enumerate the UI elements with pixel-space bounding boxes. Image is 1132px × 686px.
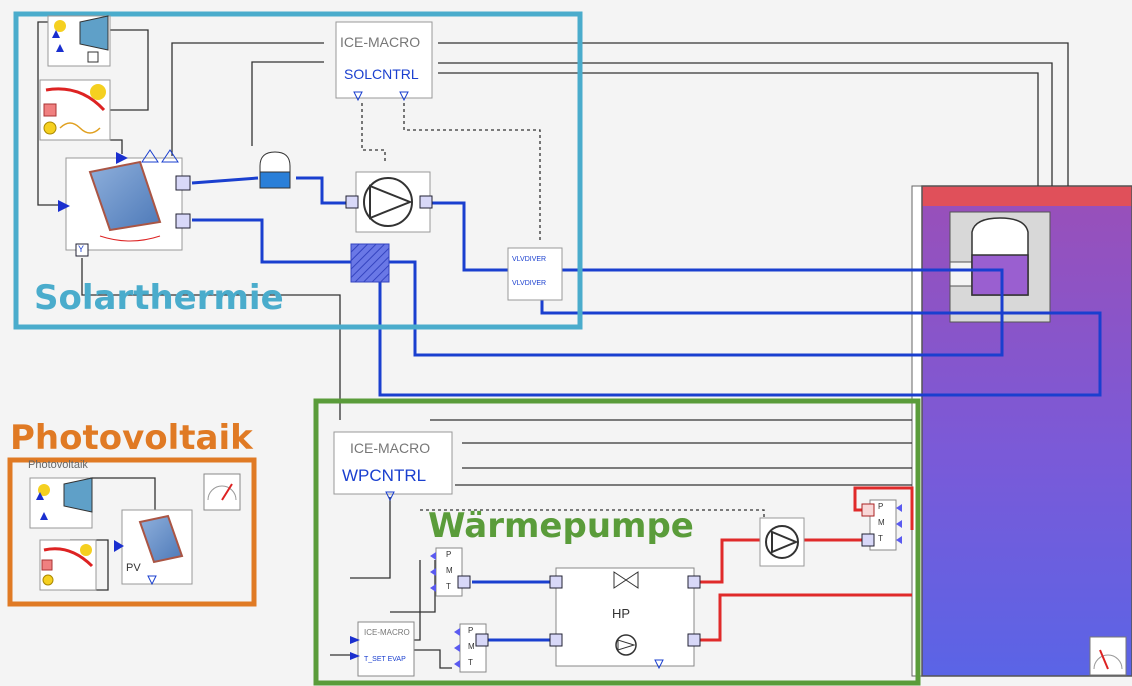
solcntrl-block[interactable] <box>335 21 433 102</box>
weather-block[interactable] <box>47 15 111 67</box>
hp-return-sensor[interactable] <box>454 623 489 673</box>
pv-weather-block[interactable] <box>29 477 93 529</box>
source-sensor-m: M <box>446 566 453 575</box>
heat-pump-block[interactable] <box>549 567 701 670</box>
sink-sensor-m: M <box>878 518 885 527</box>
wpcntrl-block[interactable] <box>333 431 453 502</box>
tset-bottom-label: T_SET EVAP <box>364 656 406 663</box>
return-sensor-t: T <box>468 658 473 667</box>
section-photovoltaik-label: Photovoltaik <box>10 418 253 458</box>
return-sensor-p: P <box>468 626 474 635</box>
wpcntrl-name-label: WPCNTRL <box>342 466 427 485</box>
diverter-top-label: VLVDIVER <box>512 256 547 263</box>
tset-top-label: ICE-MACRO <box>364 628 410 637</box>
pv-panel-label: PV <box>126 562 141 574</box>
pv-panel-block[interactable] <box>114 509 193 586</box>
tset-evap-block[interactable] <box>350 621 415 677</box>
solcntrl-top-label: ICE-MACRO <box>340 34 421 50</box>
collector-y-port: Y <box>78 244 85 254</box>
hp-sink-sensor[interactable] <box>861 499 902 551</box>
source-sensor-t: T <box>446 582 451 591</box>
tank-heat-exchanger[interactable] <box>949 211 1051 323</box>
section-solarthermie-frame <box>13 11 583 330</box>
hp-source-sensor[interactable] <box>430 547 471 597</box>
solar-pump[interactable] <box>345 171 433 233</box>
expansion-vessel[interactable] <box>254 151 296 194</box>
cold-pipes <box>191 176 1102 642</box>
wpcntrl-top-label: ICE-MACRO <box>350 440 431 456</box>
solar-collector-block[interactable] <box>58 149 191 257</box>
diverter-block[interactable] <box>507 247 563 301</box>
section-solarthermie-label: Solarthermie <box>34 278 284 318</box>
hot-pipes <box>695 486 914 642</box>
signal-lines <box>37 21 1069 669</box>
hp-pump[interactable] <box>759 517 805 567</box>
section-photovoltaik-subtitle: Photovoltaik <box>28 459 88 471</box>
radiation-block[interactable] <box>39 79 111 141</box>
section-waermepumpe-label: Wärmepumpe <box>428 506 694 546</box>
pv-meter[interactable] <box>203 473 241 511</box>
sink-sensor-p: P <box>878 502 884 511</box>
section-photovoltaik-frame <box>7 457 257 607</box>
sink-sensor-t: T <box>878 534 883 543</box>
return-sensor-m: M <box>468 642 475 651</box>
section-waermepumpe-frame <box>313 398 921 686</box>
pipe-block[interactable] <box>350 243 390 283</box>
solcntrl-name-label: SOLCNTRL <box>344 66 419 82</box>
source-sensor-p: P <box>446 550 452 559</box>
heat-pump-label: HP <box>612 606 631 621</box>
diverter-bottom-label: VLVDIVER <box>512 280 547 287</box>
pv-radiation-block[interactable] <box>39 539 97 591</box>
